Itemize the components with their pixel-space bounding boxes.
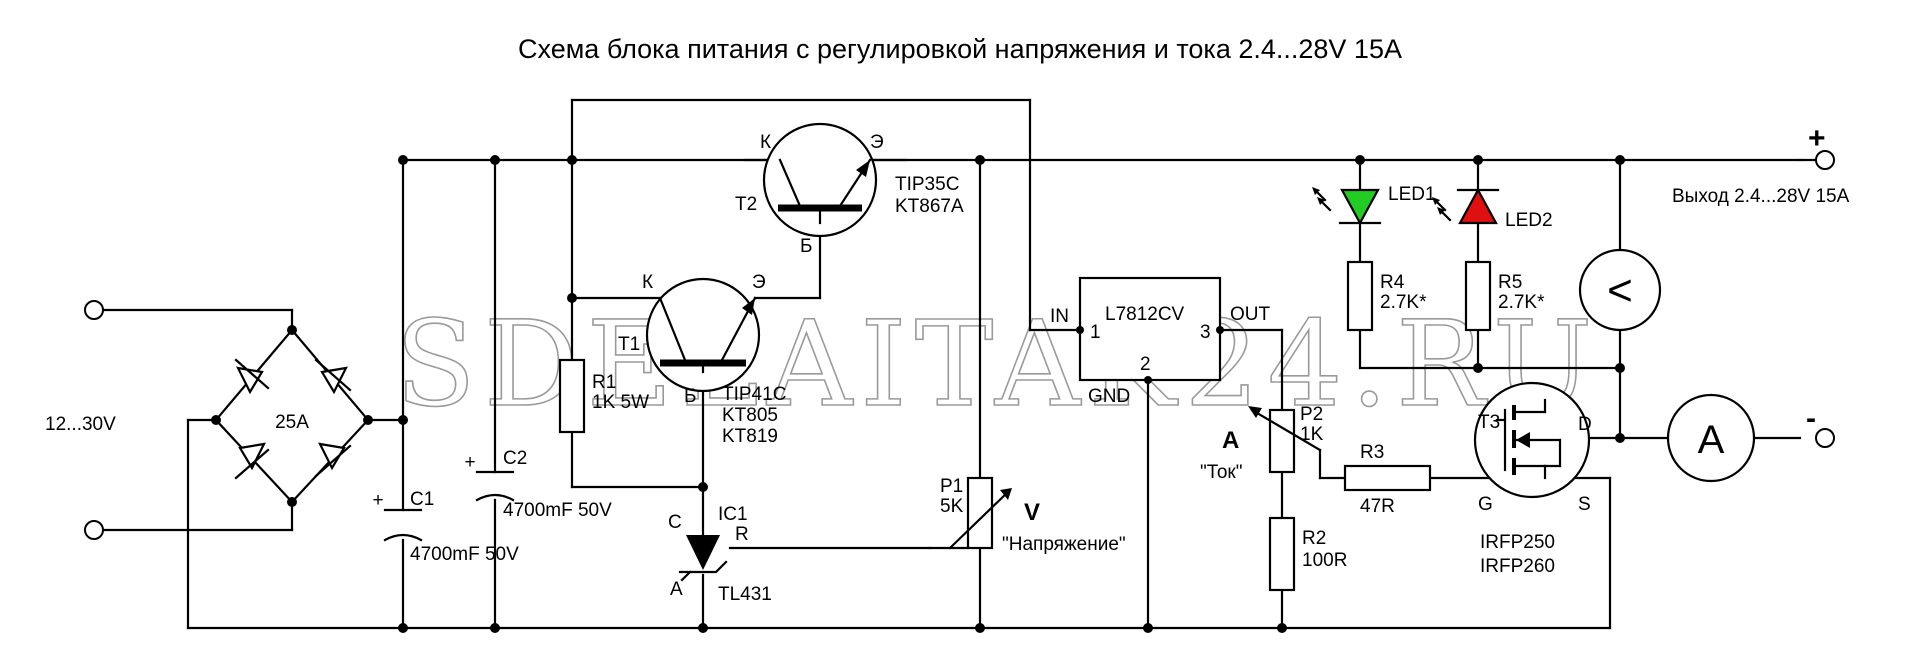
t1-name: T1: [618, 334, 640, 355]
ic1-pin-a: A: [670, 579, 683, 600]
t1-model-2: KT805: [722, 405, 778, 426]
led1-name: LED1: [1388, 184, 1436, 205]
t2-model-1: TIP35C: [895, 174, 959, 195]
p2-value: 1K: [1300, 424, 1324, 445]
output-terminal-minus: [1815, 428, 1835, 448]
p1-caption: "Напряжение": [1002, 534, 1126, 555]
p2-name: P2: [1300, 404, 1323, 425]
r3-value: 47R: [1360, 496, 1395, 517]
led2-name: LED2: [1505, 210, 1553, 231]
u1-pin-2: 2: [1140, 354, 1151, 375]
t2-pin-k: К: [760, 132, 771, 153]
t2-pin-e: Э: [870, 132, 884, 153]
led1-icon: [1312, 187, 1382, 226]
junction-dots: [211, 155, 1625, 633]
svg-text:+: +: [464, 452, 475, 473]
ic1-pin-c: C: [668, 512, 682, 533]
c1-value: 4700mF 50V: [410, 544, 519, 565]
c1-name: C1: [410, 489, 434, 510]
diagram-title: Схема блока питания с регулировкой напря…: [518, 34, 1402, 64]
ic1-name: IC1: [718, 504, 748, 525]
led2-icon: [1432, 187, 1500, 225]
bridge-rating-label: 25A: [275, 412, 309, 433]
ammeter-symbol: A: [1698, 418, 1725, 462]
u1-pin-in: IN: [1050, 306, 1069, 327]
c2-name: C2: [503, 448, 527, 469]
r5-name: R5: [1498, 272, 1522, 293]
potentiometer-p2: [1248, 406, 1322, 474]
led2-body: [1458, 187, 1498, 225]
p2-caption: "Ток": [1200, 462, 1243, 483]
r3-name: R3: [1360, 442, 1384, 463]
t1-model-1: TIP41C: [722, 384, 786, 405]
ammeter-icon: [1666, 393, 1756, 483]
voltmeter-symbol: <: [1607, 266, 1633, 315]
t1-pin-k: К: [642, 272, 653, 293]
r2-name: R2: [1302, 528, 1326, 549]
voltmeter-icon: [1578, 248, 1662, 332]
svg-text:+: +: [372, 490, 383, 511]
mosfet-t3: [1473, 381, 1591, 499]
potentiometer-p1: [948, 476, 1012, 550]
r4-value: 2.7K*: [1380, 292, 1427, 313]
resistor-r1: [558, 358, 586, 434]
resistor-r3: [1343, 464, 1432, 492]
t3-pin-d: D: [1578, 414, 1592, 435]
t3-name: T3: [1478, 412, 1500, 433]
t2-pin-b: Б: [800, 236, 812, 257]
shunt-regulator-ic1: [678, 535, 728, 582]
c2-value: 4700mF 50V: [503, 500, 612, 521]
capacitor-c2: +: [464, 452, 515, 502]
resistor-r4: [1346, 260, 1374, 332]
r4-name: R4: [1380, 272, 1405, 293]
u1-pin-out: OUT: [1230, 304, 1271, 325]
transistor-t2: [762, 122, 878, 238]
p1-value: 5K: [940, 496, 964, 517]
u1-pin-1: 1: [1090, 322, 1101, 343]
t3-model-1: IRFP250: [1480, 532, 1555, 553]
diode-bridge: [214, 328, 370, 504]
t3-pin-s: S: [1578, 494, 1591, 515]
t1-pin-e: Э: [752, 272, 766, 293]
input-voltage-label: 12...30V: [45, 414, 116, 435]
led1-body: [1340, 188, 1380, 226]
u1-pin-gnd: GND: [1088, 386, 1130, 407]
resistor-r2: [1268, 516, 1296, 592]
r2-value: 100R: [1302, 550, 1347, 571]
resistor-r5: [1464, 260, 1492, 332]
transistor-t1: [645, 277, 761, 393]
t2-model-2: KT867A: [895, 196, 964, 217]
output-label: Выход 2.4...28V 15A: [1672, 186, 1850, 207]
watermark: SDELAITAK24.RU: [395, 295, 1600, 433]
t2-name: T2: [735, 194, 757, 215]
r1-name: R1: [592, 372, 616, 393]
u1-model: L7812CV: [1105, 304, 1185, 325]
output-terminal-plus: [1815, 150, 1835, 170]
ic1-pin-r: R: [735, 524, 749, 545]
wires: [101, 98, 1822, 630]
input-terminal-top: [84, 300, 104, 320]
p1-name: P1: [940, 476, 963, 497]
ic1-model: TL431: [718, 584, 772, 605]
p2-symbol: A: [1222, 427, 1239, 454]
input-terminal-bottom: [84, 520, 104, 540]
u1-pin-3: 3: [1200, 322, 1211, 343]
output-plus-sign: +: [1808, 122, 1826, 155]
t3-model-2: IRFP260: [1480, 556, 1555, 577]
output-minus-sign: -: [1806, 402, 1816, 435]
p1-symbol: V: [1024, 499, 1040, 526]
capacitor-c1: +: [372, 490, 423, 542]
r5-value: 2.7K*: [1498, 292, 1545, 313]
t1-pin-b: Б: [684, 386, 696, 407]
r1-value: 1K 5W: [592, 392, 649, 413]
t1-model-3: KT819: [722, 426, 778, 447]
t3-pin-g: G: [1478, 494, 1493, 515]
